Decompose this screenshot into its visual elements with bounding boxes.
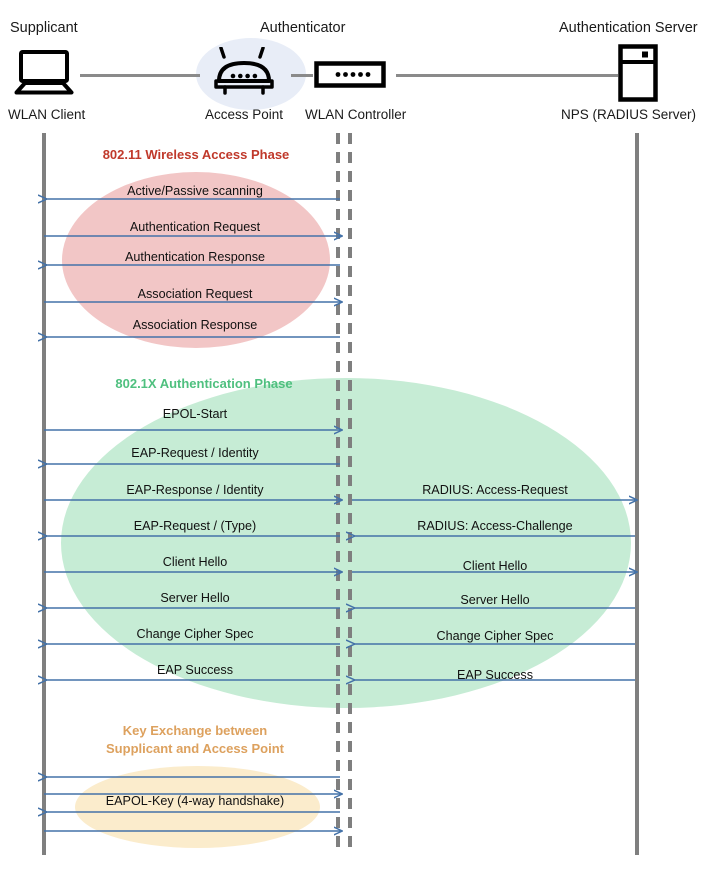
- message-label-change-cipher-spec-right: Change Cipher Spec: [436, 629, 554, 643]
- phase-keyexchange-ellipse: [75, 766, 320, 848]
- actor-device-access-point: Access Point: [205, 107, 284, 122]
- message-label-radius-access-challenge: RADIUS: Access-Challenge: [417, 519, 573, 533]
- message-label-eap-response-identity: EAP-Response / Identity: [126, 483, 264, 497]
- server-rack-icon: [618, 44, 658, 102]
- actor-role-authenticator: Authenticator: [260, 20, 346, 36]
- message-label-active-passive-scanning: Active/Passive scanning: [127, 184, 263, 198]
- authenticator-group-ellipse: [196, 38, 306, 110]
- phase-title-keyexchange-line1: Key Exchange between: [122, 723, 268, 738]
- phase-title-8021x: 802.1X Authentication Phase: [115, 376, 293, 391]
- actor-role-supplicant: Supplicant: [10, 20, 78, 36]
- message-label-association-request: Association Request: [137, 287, 253, 301]
- message-label-association-response: Association Response: [132, 318, 258, 332]
- actor-device-nps-radius: NPS (RADIUS Server): [561, 107, 697, 122]
- phase-title-keyexchange-line2: Supplicant and Access Point: [106, 741, 284, 756]
- wire-ap-to-controller: [291, 74, 313, 77]
- message-label-eap-success-right: EAP Success: [456, 668, 534, 682]
- wire-client-to-ap: [80, 74, 200, 77]
- message-label-server-hello-left: Server Hello: [160, 591, 230, 605]
- wire-controller-to-server: [396, 74, 618, 77]
- actor-device-wlan-controller: WLAN Controller: [305, 107, 407, 122]
- message-label-authentication-response: Authentication Response: [124, 250, 266, 264]
- phase-8021x-ellipse: [61, 378, 631, 708]
- message-label-client-hello-right: Client Hello: [462, 559, 528, 573]
- phase-title-80211: 802.11 Wireless Access Phase: [102, 147, 290, 162]
- network-switch-icon: [314, 61, 386, 88]
- lifeline-wlan-controller: [348, 133, 352, 855]
- message-label-eap-request-type: EAP-Request / (Type): [133, 519, 257, 533]
- message-label-client-hello-left: Client Hello: [162, 555, 228, 569]
- actor-device-wlan-client: WLAN Client: [8, 107, 86, 122]
- message-label-eapol-key: EAPOL-Key (4-way handshake): [105, 794, 285, 808]
- message-label-change-cipher-spec-left: Change Cipher Spec: [136, 627, 254, 641]
- phase-80211-ellipse: [62, 172, 330, 348]
- lifeline-auth-server: [635, 133, 639, 855]
- message-label-eap-success-left: EAP Success: [156, 663, 234, 677]
- actor-role-auth-server: Authentication Server: [559, 20, 698, 36]
- message-label-authentication-request: Authentication Request: [129, 220, 261, 234]
- message-label-server-hello-right: Server Hello: [460, 593, 530, 607]
- lifeline-supplicant: [42, 133, 46, 855]
- wireless-router-icon: [213, 46, 275, 97]
- lifeline-access-point: [336, 133, 340, 855]
- message-label-radius-access-request: RADIUS: Access-Request: [422, 483, 568, 497]
- message-label-eap-request-identity: EAP-Request / Identity: [131, 446, 259, 460]
- message-label-eapol-start: EPOL-Start: [162, 407, 228, 421]
- laptop-icon: [12, 50, 76, 96]
